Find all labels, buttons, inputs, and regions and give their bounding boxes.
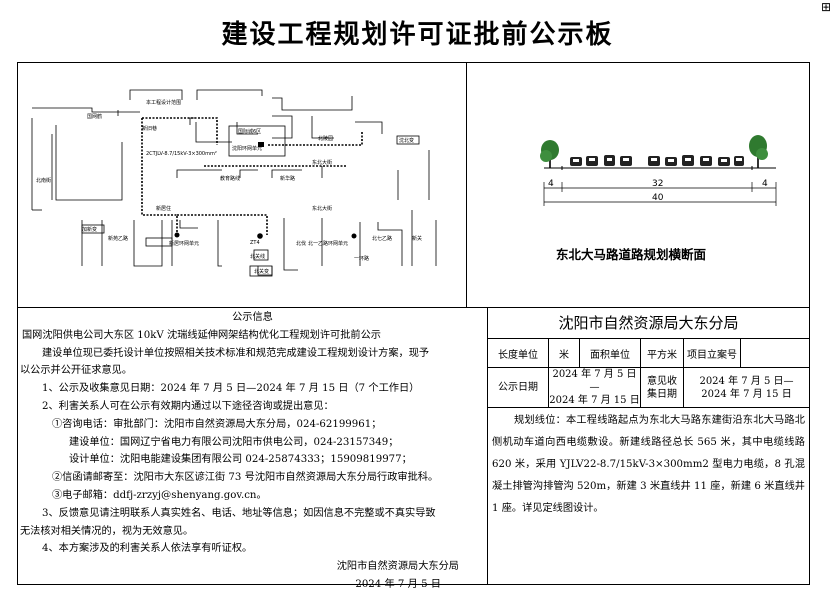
notice-item: ②信函请邮寄至：沈阳市大东区谚江街 73 号沈阳市自然资源局大东分局行政审批科。 <box>52 472 439 484</box>
map-label: 沈北变 <box>399 137 414 144</box>
notice-item: ①咨询电话：审批部门：沈阳市自然资源局大东分局，024-62199961； <box>52 418 382 430</box>
notice-item: 2、利害关系人可在公示有效期内通过以下途径咨询或提出意见： <box>42 400 334 412</box>
map-label: 国网鹤 <box>87 113 102 120</box>
map-label: 一环路 <box>354 255 369 262</box>
cell-notice-date-label: 公示日期 <box>488 367 549 408</box>
map-label: 国际城6区 <box>238 128 261 135</box>
agency-title: 沈阳市自然资源局大东分局 <box>488 308 809 339</box>
notice-date: 2024 年 7 月 5 日 <box>355 578 441 590</box>
notice-line: 建设单位现已委托设计单位按照相关技术标准和规范完成建设工程规划设计方案，现予 <box>42 347 430 359</box>
map-label: 北南街 <box>36 177 51 184</box>
map-label: 北关变 <box>254 268 269 275</box>
map-label: 沈阳环网单元 <box>232 145 262 152</box>
map-label: 北伐 <box>296 240 306 247</box>
map-label: 教育路线 <box>220 175 240 182</box>
notice-item: 1、公示及收集意见日期：2024 年 7 月 5 日—2024 年 7 月 15… <box>42 383 420 395</box>
notice-panel: 公示信息 国网沈阳供电公司大东区 10kV 沈瑞线延伸网架结构优化工程规划许可批… <box>20 309 485 594</box>
info-panel: 沈阳市自然资源局大东分局 长度单位 米 面积单位 平方米 项目立案号 公示日期 … <box>488 308 809 520</box>
notice-item: ③电子邮箱：ddfj-zrzyj@shenyang.gov.cn。 <box>52 489 267 501</box>
cell-length-unit-label: 长度单位 <box>488 339 549 368</box>
map-label: 2CTJLV-8.7/15kV-3×300mm² <box>146 151 217 157</box>
top-divider <box>466 62 467 307</box>
map-label: ZT4 <box>250 240 260 246</box>
notice-signature: 沈阳市自然资源局大东分局 <box>336 561 459 573</box>
notice-line: 国网沈阳供电公司大东区 10kV 沈瑞线延伸网架结构优化工程规划许可批前公示 <box>22 329 381 341</box>
notice-item: 4、本方案涉及的利害关系人依法享有听证权。 <box>42 543 253 555</box>
cell-length-unit: 米 <box>548 339 580 368</box>
map-label: 东北大街 <box>312 205 332 212</box>
notice-item: 设计单位：沈阳电能建设集团有限公司 024-25874333；159098199… <box>69 454 412 466</box>
map-label: 北一乙路环网单元 <box>308 240 348 247</box>
notice-line: 以公示并公开征求意见。 <box>20 365 133 377</box>
map-label: 东北大街 <box>312 159 332 166</box>
map-label: 新华路 <box>280 175 295 182</box>
notice-item: 3、反馈意见请注明联系人真实姓名、电话、地址等信息；如因信息不完整或不真实导致 <box>42 507 436 519</box>
cell-feedback-date-label: 意见收 集日期 <box>640 367 684 408</box>
cell-area-unit: 平方米 <box>640 339 684 368</box>
road-cross-section: 4 32 4 40 <box>540 135 777 206</box>
map-label: 北关线 <box>250 253 265 260</box>
map-label: 加新变 <box>82 226 97 233</box>
notice-item: 无法核对相关情况的，视为无效意见。 <box>20 525 194 537</box>
board-frame <box>17 62 810 585</box>
map-label: 新关 <box>412 235 422 242</box>
tree-icon <box>540 140 559 168</box>
tree-icon <box>749 135 768 168</box>
notice-item: 建设单位：国网辽宁省电力有限公司沈阳市供电公司，024-23157349； <box>69 436 399 448</box>
page-title: 建设工程规划许可证批前公示板 <box>221 20 614 50</box>
map-label: 新旧巷 <box>142 125 157 132</box>
cell-notice-date: 2024 年 7 月 5 日— 2024 年 7 月 15 日 <box>548 367 641 408</box>
route-description: 规划线位：本工程线路起点为东北大马路东建街沿东北大马路北侧机动车道向西电缆敷设。… <box>492 415 805 514</box>
bottom-divider <box>487 307 488 585</box>
map-label: 新居住 <box>156 205 171 212</box>
notice-heading: 公示信息 <box>232 312 273 323</box>
dim-total: 40 <box>652 193 664 203</box>
section-title: 东北大马路道路规划横断面 <box>556 247 707 262</box>
map-label: 新苑乙路 <box>108 235 128 242</box>
map-label: 北七乙路 <box>372 235 392 242</box>
map-label: 本工程设计范围 <box>146 99 181 106</box>
cell-project-no <box>740 339 809 368</box>
dim-left: 4 <box>548 179 554 189</box>
dim-middle: 32 <box>652 179 663 189</box>
map-label: 北陵园 <box>318 135 333 142</box>
info-table: 长度单位 米 面积单位 平方米 项目立案号 公示日期 2024 年 7 月 5 … <box>488 339 809 408</box>
dim-right: 4 <box>762 179 768 189</box>
middle-divider <box>17 307 810 308</box>
cell-area-unit-label: 面积单位 <box>579 339 641 368</box>
route-map: 本工程设计范围 国网鹤 新旧巷 国际城6区 沈阳环网单元 北陵园 2CTJLV-… <box>31 89 437 277</box>
cell-feedback-date: 2024 年 7 月 5 日— 2024 年 7 月 15 日 <box>683 367 809 408</box>
cell-project-no-label: 项目立案号 <box>683 339 741 368</box>
map-label: 新居环网单元 <box>169 240 199 247</box>
expand-icon[interactable]: ⊞ <box>820 0 831 14</box>
